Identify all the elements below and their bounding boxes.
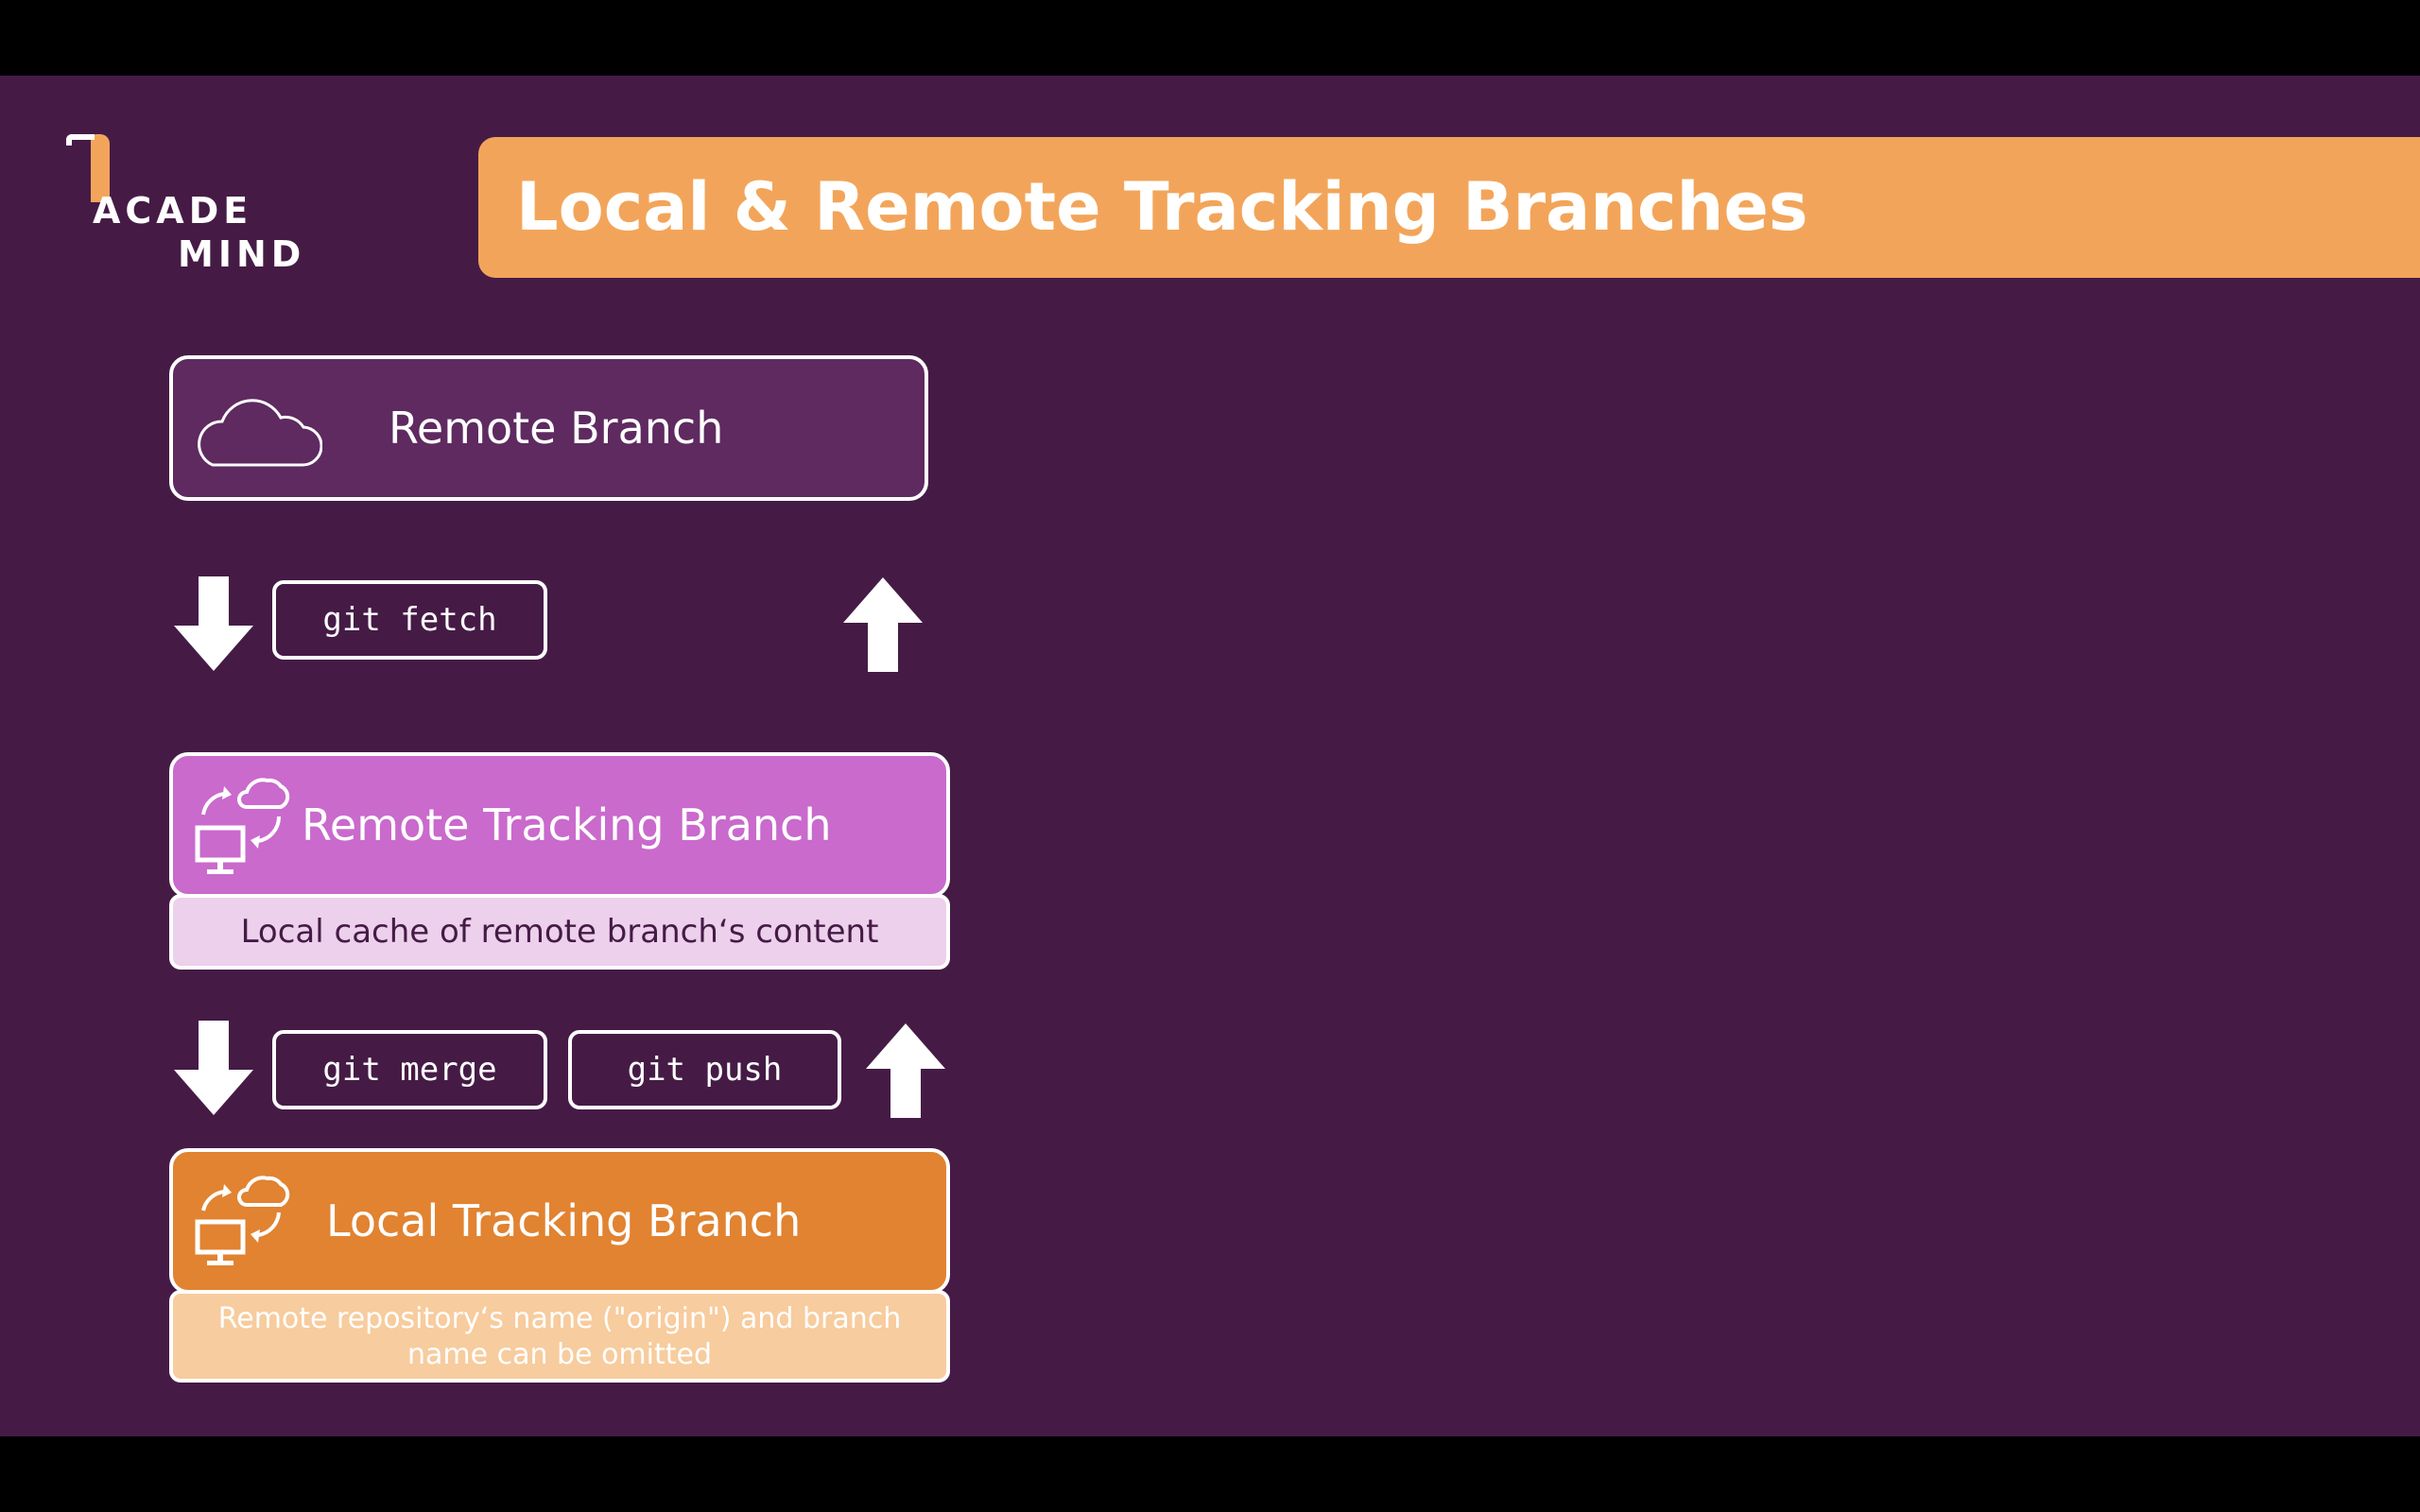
local-tracking-branch-note-text: Remote repository‘s name ("origin") and … — [217, 1302, 902, 1371]
remote-tracking-branch-label: Remote Tracking Branch — [302, 799, 832, 850]
local-tracking-branch-box: Local Tracking Branch — [169, 1148, 950, 1294]
git-push-command: git push — [568, 1030, 841, 1109]
remote-branch-box: Remote Branch — [169, 355, 928, 501]
git-merge-label: git merge — [322, 1051, 497, 1089]
logo-flag — [91, 134, 110, 202]
arrow-up-icon — [866, 1023, 945, 1118]
local-tracking-branch-label: Local Tracking Branch — [326, 1195, 802, 1246]
git-fetch-command: git fetch — [272, 580, 547, 660]
slide-title: Local & Remote Tracking Branches — [516, 168, 1808, 246]
logo-text-line1: ACADE — [93, 190, 253, 232]
computer-cloud-sync-icon — [195, 778, 290, 874]
git-push-label: git push — [627, 1051, 783, 1089]
local-tracking-branch-note: Remote repository‘s name ("origin") and … — [169, 1290, 950, 1383]
git-fetch-label: git fetch — [322, 601, 497, 639]
arrow-up-icon — [843, 577, 923, 672]
title-bar: Local & Remote Tracking Branches — [478, 137, 2420, 278]
cloud-icon — [198, 399, 322, 467]
remote-tracking-branch-note-text: Local cache of remote branch‘s content — [240, 913, 879, 951]
logo-text-line2: MIND — [178, 233, 306, 275]
arrow-down-icon — [174, 576, 253, 671]
arrow-down-icon — [174, 1021, 253, 1115]
remote-branch-label: Remote Branch — [389, 403, 724, 454]
computer-cloud-sync-icon — [195, 1176, 290, 1265]
remote-tracking-branch-box: Remote Tracking Branch — [169, 752, 950, 898]
git-merge-command: git merge — [272, 1030, 547, 1109]
remote-tracking-branch-note: Local cache of remote branch‘s content — [169, 894, 950, 970]
slide: ACADE MIND Local & Remote Tracking Branc… — [0, 76, 2420, 1436]
logo-hook — [66, 134, 95, 146]
academind-logo: ACADE MIND — [66, 134, 312, 276]
